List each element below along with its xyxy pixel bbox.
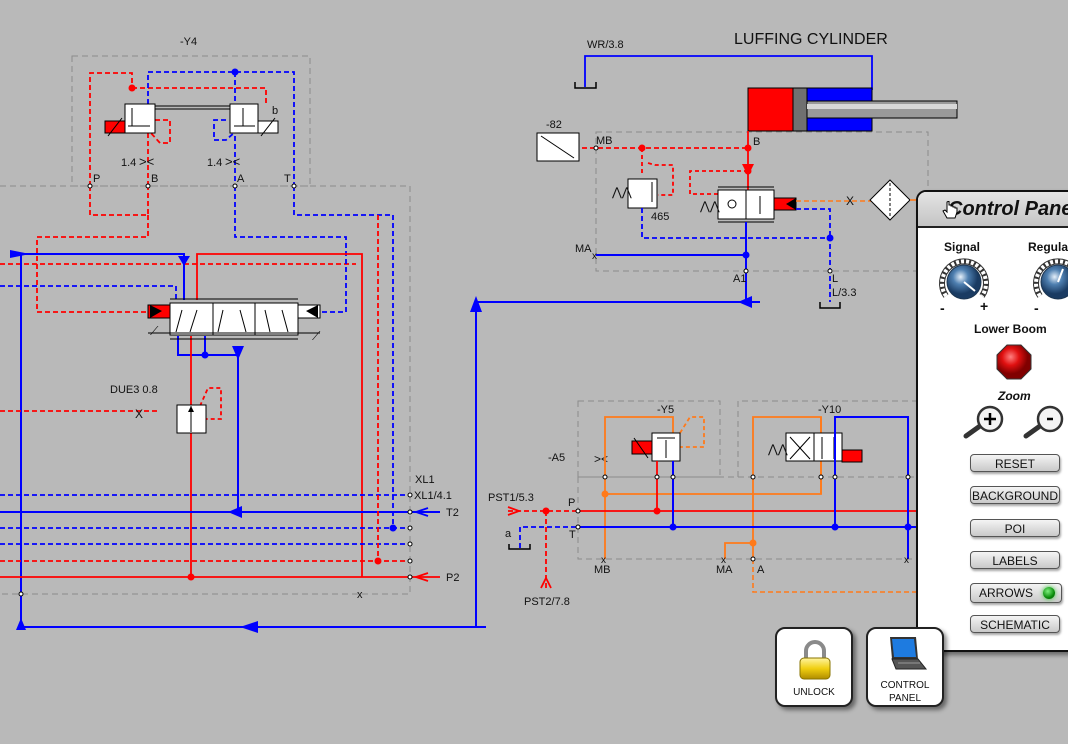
y4-boundary — [71, 55, 311, 187]
padlock-icon — [799, 640, 831, 680]
background-button[interactable]: BACKGROUND — [970, 486, 1060, 504]
orifice-left-label: 1.4 — [121, 157, 136, 169]
signal-min-label: - — [940, 300, 945, 316]
laptop-icon — [890, 637, 928, 670]
main-block-boundary — [0, 185, 411, 595]
hand-cursor-icon — [942, 201, 958, 219]
xl1-label: XL1 — [415, 474, 435, 486]
control-panel-tile-label-line1: CONTROL — [880, 680, 930, 691]
a5-label: -A5 — [548, 452, 565, 464]
control-panel-toggle-button[interactable]: CONTROL PANEL — [866, 627, 944, 707]
zoom-in-icon[interactable] — [962, 404, 1010, 440]
control-panel-header[interactable]: Control Panel — [918, 192, 1068, 228]
svg-text:⋀⋀: ⋀⋀ — [767, 442, 788, 456]
y4-port-a: A — [237, 173, 245, 185]
bus-cap-marker: x — [357, 589, 363, 601]
reset-button[interactable]: RESET — [970, 454, 1060, 472]
ma-top-label: MA — [575, 243, 592, 255]
regulator-knob-label: Regulat — [1028, 240, 1068, 254]
mb-top-label: MB — [596, 135, 613, 147]
mb-bottom-label: MB — [594, 564, 611, 576]
zoom-out-icon[interactable] — [1022, 404, 1068, 440]
a5-block: -Y5 -Y10 -A5 >< ⋀⋀ — [488, 404, 916, 608]
port-t-label: T — [569, 529, 576, 541]
luffing-cylinder-title: LUFFING CYLINDER — [734, 31, 888, 48]
pst1-label: PST1/5.3 — [488, 492, 534, 504]
control-panel-title: Control Panel — [948, 198, 1068, 220]
orifice-right-label: 1.4 — [207, 157, 222, 169]
l-label: L — [832, 273, 838, 285]
regulator-min-label: - — [1034, 300, 1039, 316]
due3-orifice: X — [135, 407, 143, 421]
lower-boom-label: Lower Boom — [974, 322, 1047, 336]
svg-text:x: x — [592, 251, 597, 262]
p2-label: P2 — [446, 572, 459, 584]
t2-label: T2 — [446, 507, 459, 519]
schematic-button[interactable]: SCHEMATIC — [970, 615, 1060, 633]
orifice-left-symbol: >< — [139, 154, 154, 169]
valve-465-label: 465 — [651, 211, 669, 223]
svg-text:X: X — [846, 194, 854, 208]
control-panel-tile-label-line2: PANEL — [888, 693, 922, 704]
xl1-41-label: XL1/4.1 — [414, 490, 452, 502]
y10-boundary — [737, 400, 916, 477]
port-p-label: P — [568, 497, 575, 509]
port-a-small-label: a — [505, 528, 512, 540]
svg-text:x: x — [721, 555, 726, 566]
svg-text:x: x — [601, 555, 606, 566]
zoom-label: Zoom — [998, 389, 1031, 403]
y5-boundary — [577, 400, 721, 478]
cylinder[interactable] — [747, 87, 958, 132]
poi-button[interactable]: POI — [970, 519, 1060, 537]
arrows-button-label: ARROWS — [979, 586, 1033, 600]
orifice-right-symbol: >< — [225, 154, 240, 169]
regulator-knob[interactable] — [1032, 256, 1068, 308]
y4-label: -Y4 — [180, 36, 197, 48]
y4-valve-group[interactable]: -Y4 b 1.4 1.4 >< >< P B A T — [0, 36, 394, 528]
labels-button[interactable]: LABELS — [970, 551, 1060, 569]
signal-max-label: + — [980, 298, 989, 314]
y4-solenoid-b-label: b — [272, 105, 278, 117]
cyl-port-b: B — [753, 136, 760, 148]
arrows-button[interactable]: ARROWS — [970, 583, 1062, 603]
signal-knob[interactable] — [938, 256, 990, 308]
svg-text:⟋: ⟋ — [150, 324, 159, 338]
control-panel: Control Panel Signal - + Regulat - Lower… — [916, 190, 1068, 652]
arrows-active-led-icon — [1043, 587, 1055, 599]
y4-port-t: T — [284, 173, 291, 185]
svg-text:⟋: ⟋ — [312, 329, 321, 343]
svg-text:x: x — [904, 555, 909, 566]
y4-port-p: P — [93, 173, 100, 185]
pst2-label: PST2/7.8 — [524, 596, 570, 608]
sensor-82-label: -82 — [546, 119, 562, 131]
unlock-label: UNLOCK — [793, 687, 835, 698]
wr-label: WR/3.8 — [587, 39, 624, 51]
y5-label: -Y5 — [657, 404, 674, 416]
lower-boom-button[interactable] — [994, 342, 1034, 382]
svg-text:><: >< — [594, 452, 608, 466]
luffing-cylinder-section: LUFFING CYLINDER WR/3.8 B -82 MB 465 ⋀⋀ — [536, 31, 958, 309]
svg-text:⋀⋀: ⋀⋀ — [699, 199, 720, 213]
a5-boundary-lower — [577, 477, 916, 560]
signal-knob-label: Signal — [944, 240, 981, 254]
unlock-button[interactable]: UNLOCK — [775, 627, 853, 707]
svg-text:⋀⋀: ⋀⋀ — [611, 185, 632, 199]
l33-label: L/3.3 — [832, 287, 856, 299]
main-lines-left: DUE3 0.8 X ⟋ ⟋ — [0, 250, 363, 630]
bus-lines-left: x — [0, 215, 760, 633]
component-boundaries — [0, 55, 929, 595]
a1-label: A1 — [733, 273, 746, 285]
due3-label: DUE3 0.8 — [110, 384, 158, 396]
ma-bottom-label: MA — [716, 564, 733, 576]
y10-label: -Y10 — [818, 404, 841, 416]
y4-port-b: B — [151, 173, 158, 185]
a-bottom-label: A — [757, 564, 765, 576]
